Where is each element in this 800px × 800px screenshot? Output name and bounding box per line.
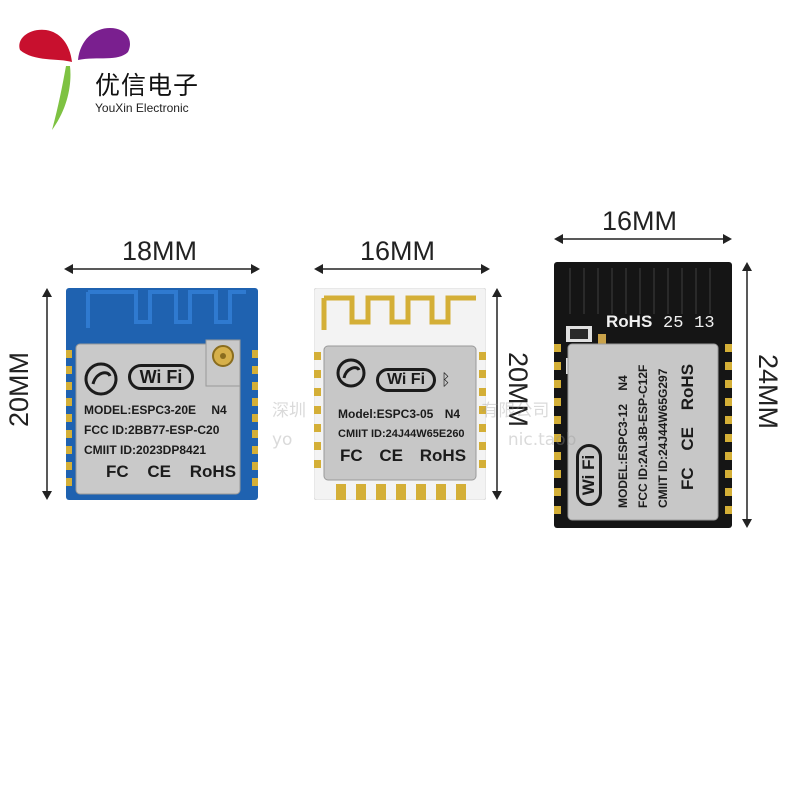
- ce-mark: CE: [379, 446, 404, 465]
- width-arrow-module-3: [554, 232, 732, 246]
- ce-mark: CE: [678, 426, 697, 451]
- height-arrow-module-3: [740, 262, 754, 528]
- width-label-module-2: 16MM: [360, 236, 436, 266]
- ce-mark: CE: [147, 462, 172, 481]
- height-label-module-1: 20MM: [4, 352, 34, 428]
- variant-label: N4: [616, 375, 630, 391]
- watermark-text: nic.taob: [507, 430, 577, 450]
- wifi-badge-module-2: Wi Fi: [376, 368, 436, 392]
- cert-marks-module-3: FC CE RoHS: [678, 364, 698, 490]
- esp-module-3: [554, 262, 732, 528]
- height-arrow-module-2: [490, 288, 504, 500]
- rohs-mark: RoHS: [419, 446, 467, 465]
- doit-logo-icon: [84, 362, 118, 396]
- youxin-logo-icon: [19, 28, 130, 130]
- wifi-badge-module-1: Wi Fi: [128, 364, 194, 390]
- watermark-text: yo: [272, 430, 293, 450]
- watermark-line-2: yo nic.taob: [272, 430, 576, 450]
- fcc-text-module-1: FCC ID:2BB77-ESP-C20: [84, 423, 220, 437]
- date-code-year: 13: [694, 314, 715, 333]
- model-label: MODEL:ESPC3-20E: [84, 403, 197, 417]
- fcc-mark: FC: [678, 467, 697, 490]
- esp-module-1: [66, 288, 258, 500]
- model-label: Model:ESPC3-05: [338, 407, 434, 421]
- watermark-text: 有限公司: [481, 401, 550, 421]
- model-text-module-2: Model:ESPC3-05 N4: [338, 407, 460, 421]
- rohs-silkscreen: RoHS: [606, 312, 653, 331]
- width-label-module-1: 18MM: [122, 236, 198, 266]
- height-arrow-module-1: [40, 288, 54, 500]
- bluetooth-icon: ᛒ: [441, 370, 451, 389]
- shield-logo-module-1: [84, 362, 118, 396]
- width-arrow-module-1: [64, 262, 260, 276]
- esp-module-2: [313, 287, 487, 501]
- cmiit-text-module-2: CMIIT ID:24J44W65E260: [338, 428, 465, 440]
- brand-name-en: YouXin Electronic: [95, 101, 189, 115]
- brand-logo: [14, 22, 194, 134]
- fcc-mark: FC: [340, 446, 363, 465]
- model-text-module-3: MODEL:ESPC3-12 N4: [616, 375, 630, 508]
- cmiit-text-module-3: CMIIT ID:24J44W65G297: [656, 368, 670, 508]
- cert-marks-module-1: FC CE RoHS: [106, 462, 236, 482]
- width-label-module-3: 16MM: [602, 206, 678, 236]
- shield-logo-module-2: [336, 358, 366, 388]
- width-arrow-module-2: [314, 262, 490, 276]
- model-text-module-1: MODEL:ESPC3-20E N4: [84, 403, 227, 417]
- brand-name-cn: 优信电子: [95, 71, 200, 100]
- watermark-line-1: 深圳 有限公司: [272, 396, 549, 421]
- rohs-mark: RoHS: [678, 363, 697, 411]
- cert-marks-module-2: FC CE RoHS: [340, 446, 466, 466]
- model-label: MODEL:ESPC3-12: [616, 403, 630, 508]
- variant-label: N4: [444, 407, 461, 421]
- height-label-module-2: 20MM: [503, 352, 533, 428]
- date-code-week: 25: [663, 314, 684, 333]
- variant-label: N4: [211, 403, 227, 417]
- cmiit-text-module-1: CMIIT ID:2023DP8421: [84, 443, 207, 457]
- height-label-module-3: 24MM: [753, 354, 783, 430]
- rohs-mark: RoHS: [189, 462, 237, 481]
- watermark-text: 深圳: [272, 401, 306, 421]
- silkscreen-module-3: RoHS 25 13: [606, 312, 715, 333]
- wifi-badge-module-3: Wi Fi: [576, 444, 602, 506]
- shield-text-module-3: Wi Fi MODEL:ESPC3-12 N4 FCC ID:2AL3B-ESP…: [568, 344, 718, 520]
- fcc-mark: FC: [106, 462, 129, 481]
- fcc-text-module-3: FCC ID:2AL3B-ESP-C12F: [636, 364, 650, 508]
- doit-logo-icon: [336, 358, 366, 388]
